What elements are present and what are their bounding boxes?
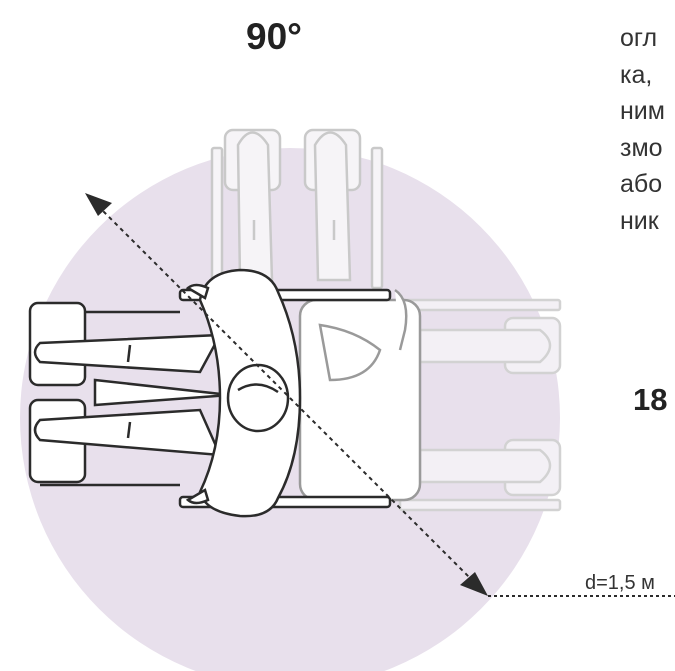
- side-text-line: змо: [620, 133, 663, 162]
- diameter-label: d=1,5 м: [585, 572, 655, 594]
- side-paragraph: огл ка, ним змо або ник: [620, 20, 665, 239]
- diameter-arrow: [85, 193, 675, 597]
- side-text-line: ник: [620, 206, 659, 235]
- side-text-line: ка,: [620, 60, 653, 89]
- angle-label-90: 90°: [246, 16, 302, 57]
- side-text-line: або: [620, 170, 663, 198]
- angle-label-180-partial: 18: [633, 382, 668, 417]
- main-wheelchair: [28, 268, 392, 518]
- side-text-line: ним: [620, 97, 665, 125]
- side-text-line: огл: [620, 24, 658, 52]
- ghost-wheelchair-up: [210, 128, 384, 290]
